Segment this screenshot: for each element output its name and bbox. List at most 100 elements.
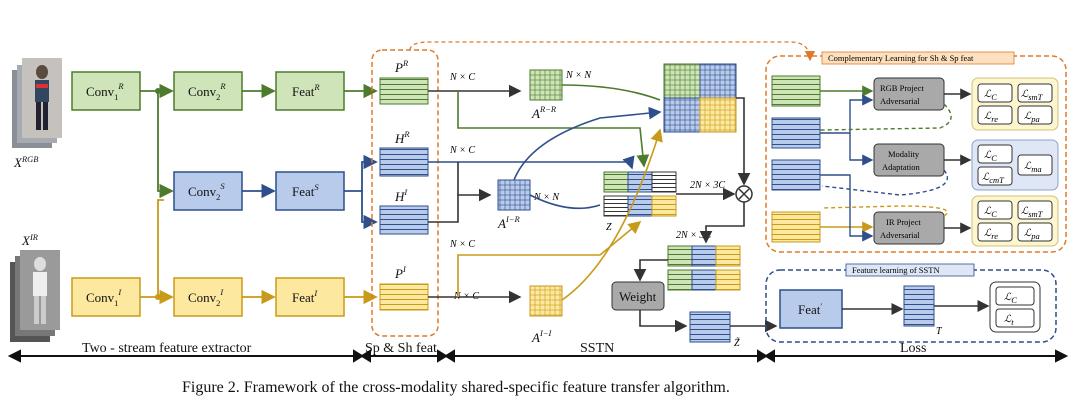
conv1-ir-sub: 1: [114, 298, 118, 308]
svg-text:ℒsmT: ℒsmT: [1021, 89, 1044, 102]
mod-loss-ma: ma: [1031, 164, 1041, 174]
two-n-3c-label-top: 2N × 3C: [690, 180, 725, 191]
sstn-arrows: [428, 84, 778, 333]
mod-loss-cmt: cmT: [989, 175, 1005, 185]
svg-text:ℒre: ℒre: [984, 111, 998, 124]
rgb-loss-c: C: [991, 92, 997, 102]
feat-ir-label: Feat: [292, 290, 315, 305]
svg-text:ℒre: ℒre: [984, 228, 998, 241]
svg-text:Conv1I: Conv1I: [86, 287, 122, 308]
air-label: A: [497, 216, 506, 231]
svg-text:Conv2R: Conv2R: [188, 81, 226, 102]
pr-sup: R: [402, 58, 409, 68]
sstn-feat-sup: ′: [820, 301, 822, 311]
rgb-loss-re-sym: ℒ: [984, 111, 992, 122]
sstn-loss-t-sym: ℒ: [1004, 314, 1012, 325]
rgb-input-label: X: [13, 155, 23, 170]
mod-loss-cmt-sym: ℒ: [982, 172, 990, 183]
mod-loss-ma-sym: ℒ: [1024, 161, 1032, 172]
ir-loss-pa-sym: ℒ: [1024, 228, 1032, 239]
sstn-feature-title: Feature learning of SSTN: [852, 265, 940, 275]
two-n-3c-label-bot: 2N × 3C: [676, 230, 711, 241]
ir-loss-c-sym: ℒ: [984, 206, 992, 217]
z-label: Z: [606, 222, 612, 233]
conv1-ir-sup: I: [117, 287, 122, 297]
conv2-rgb-label: Conv: [188, 84, 217, 99]
svg-text:ℒt: ℒt: [1004, 314, 1014, 327]
rgb-loss-re: re: [991, 114, 998, 124]
svg-text:Conv2S: Conv2S: [188, 181, 225, 202]
rgb-loss-group: [971, 77, 1059, 131]
feat-shared-box: [275, 171, 345, 211]
aii-sup: I−I: [539, 328, 553, 338]
feat-ir-box: [275, 277, 345, 317]
conv1-rgb-label: Conv: [86, 84, 115, 99]
section-scale: [7, 349, 1069, 363]
section-sp-sh: Sp & Sh feat: [365, 341, 437, 356]
section-extractor: Two - stream feature extractor: [82, 341, 252, 356]
comp-pi-matrix: [771, 211, 821, 243]
conv2-rgb-sub: 2: [216, 92, 220, 102]
conv1-ir-label: Conv: [86, 290, 115, 305]
modality-loss-group: [971, 139, 1059, 191]
orange-dashed-link: [409, 41, 816, 62]
figure-caption: Figure 2. Framework of the cross-modalit…: [182, 379, 730, 396]
z-tilde-label: Z̃: [734, 336, 740, 349]
sstn-feature-arrows: [842, 300, 990, 315]
svg-text:Feat′: Feat′: [798, 301, 822, 317]
feat-rgb-box: [275, 71, 345, 111]
hi-feature-matrix: [379, 205, 429, 235]
section-loss: Loss: [900, 341, 926, 356]
ir-input-images: [10, 250, 60, 342]
nc-label-mid: N × C: [449, 145, 475, 156]
rgb-loss-smt: smT: [1028, 92, 1043, 102]
sstn-loss-c: C: [1011, 295, 1017, 305]
hr-sup: R: [403, 129, 410, 139]
svg-text:ℒC: ℒC: [984, 206, 997, 219]
arr-label: A: [531, 106, 540, 121]
section-sstn: SSTN: [580, 341, 614, 356]
ir-loss-c: C: [991, 209, 997, 219]
conv1-rgb-sup: R: [117, 81, 124, 91]
rgb-loss-c-sym: ℒ: [984, 89, 992, 100]
conv1-rgb-sub: 1: [114, 92, 118, 102]
conv2-shared-box: [173, 171, 243, 211]
mod-loss-c-sym: ℒ: [984, 150, 992, 161]
conv2-ir-label: Conv: [188, 290, 217, 305]
hr-feature-matrix: [379, 147, 429, 177]
weight-box: [611, 281, 665, 311]
nn-label-ir: N × N: [533, 192, 560, 203]
svg-text:AI−R: AI−R: [497, 214, 521, 231]
ir-adv-line1: IR Project: [886, 217, 921, 227]
conv2-shared-sup: S: [220, 181, 225, 191]
ir-loss-pa: pa: [1030, 231, 1040, 241]
feat-ir-sup: I: [313, 288, 318, 298]
weight-label: Weight: [619, 289, 657, 304]
pi-label: P: [394, 266, 403, 281]
pi-sup: I: [402, 264, 407, 274]
aii-label: A: [531, 330, 540, 345]
modality-line2: Adaptation: [882, 162, 921, 172]
feat-rgb-label: Feat: [292, 84, 315, 99]
z-tilde-matrix: [689, 311, 731, 343]
comp-hr-matrix: [771, 117, 821, 149]
sstn-loss-group: [989, 281, 1041, 333]
nc-label-bot: N × C: [449, 239, 475, 250]
svg-text:ℒpa: ℒpa: [1024, 228, 1040, 241]
rgb-adv-line1: RGB Project: [880, 83, 924, 93]
svg-text:ℒcmT: ℒcmT: [982, 172, 1005, 185]
feat-shared-sup: S: [314, 182, 319, 192]
svg-text:XIR: XIR: [21, 232, 39, 248]
rgb-adv-line2: Adversarial: [880, 96, 920, 106]
multiply-icon-cross: [738, 188, 750, 200]
ir-loss-re: re: [991, 231, 998, 241]
rgb-input-images: [12, 58, 62, 148]
svg-text:HI: HI: [394, 187, 408, 204]
svg-text:ℒC: ℒC: [1004, 292, 1017, 305]
conv2-rgb-sup: R: [219, 81, 226, 91]
air-sup: I−R: [505, 214, 521, 224]
ir-input-sup: IR: [29, 232, 39, 242]
feat-rgb-sup: R: [313, 82, 320, 92]
ir-loss-group: [971, 195, 1059, 247]
